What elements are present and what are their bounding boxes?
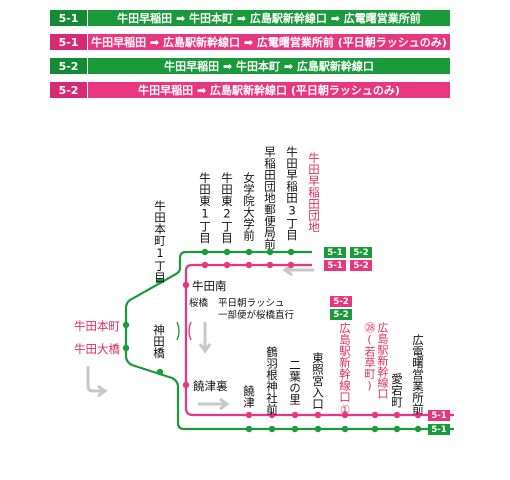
stop-marker	[223, 248, 231, 256]
stop-marker	[291, 411, 299, 419]
stop-marker	[245, 248, 253, 256]
legend-row-2: 5-1 牛田早稲田 ➡ 広島駅新幹線口 ➡ 広電曙営業所前 (平日朝ラッシュのみ…	[50, 34, 450, 50]
arrow-turn-icon	[86, 366, 108, 398]
stop-marker	[266, 261, 274, 269]
route-description: 牛田早稲田 ➡ 広島駅新幹線口 (平日朝ラッシュのみ)	[88, 82, 450, 98]
stop-marker-ushita-minami	[182, 281, 190, 289]
route-tag-pink: 5-2	[350, 260, 372, 271]
green-route-line	[124, 250, 454, 431]
stop-markers-bottom	[245, 411, 422, 433]
arrow-down-icon	[198, 322, 212, 354]
stop-label-waseda-3: 牛田早稲田3丁目	[285, 146, 299, 241]
route-badge: 5-2	[50, 58, 88, 74]
stop-marker	[287, 261, 295, 269]
stop-label-waseda-post: 早稲田団地郵便局前	[263, 146, 277, 250]
stop-marker	[245, 425, 253, 433]
route-description: 牛田早稲田 ➡ 牛田本町 ➡ 広島駅新幹線口 ➡ 広電曙営業所前	[88, 10, 450, 26]
stop-label-akebono: 広電曙営業所前	[411, 334, 425, 415]
note-line-2: 一部便が桜橋直行	[218, 310, 295, 321]
stop-label-higashi-2: 牛田東2丁目	[220, 172, 234, 244]
stop-label-toshogu: 東照宮入口	[311, 352, 325, 410]
stop-marker	[341, 425, 349, 433]
stop-marker-ushita-ohashi	[122, 344, 130, 352]
stop-label-futaba: 二葉の里	[288, 359, 302, 405]
legend-row-4: 5-2 牛田早稲田 ➡ 広島駅新幹線口 (平日朝ラッシュのみ)	[50, 82, 450, 98]
stop-marker	[314, 425, 322, 433]
stop-label-kandabashi: 神田橋	[152, 324, 166, 359]
stop-label-shinkansen-1: 広島駅新幹線口①	[338, 322, 352, 417]
route-badge: 5-1	[50, 10, 88, 26]
stop-marker	[268, 425, 276, 433]
stop-label-jogakuin: 女学院大学前	[242, 172, 256, 241]
stop-marker	[314, 411, 322, 419]
stop-marker	[341, 411, 349, 419]
stop-marker	[245, 411, 253, 419]
stop-marker	[287, 248, 295, 256]
stop-label-atago: 愛宕町	[390, 373, 404, 408]
stop-label-shinkansen-28: 広島駅新幹線口㉘(若草町)	[363, 322, 389, 399]
stop-marker	[414, 411, 422, 419]
stop-marker-nigitsu-ura	[182, 381, 190, 389]
stop-marker	[371, 411, 379, 419]
legend-row-1: 5-1 牛田早稲田 ➡ 牛田本町 ➡ 広島駅新幹線口 ➡ 広電曙営業所前	[50, 10, 450, 26]
route-badge: 5-2	[50, 82, 88, 98]
note-bridge-label: 桜橋	[189, 298, 209, 309]
stop-marker	[268, 411, 276, 419]
legend-row-3: 5-2 牛田早稲田 ➡ 牛田本町 ➡ 広島駅新幹線口	[50, 58, 450, 74]
route-tag-green: 5-1	[324, 247, 346, 258]
route-tag-pink: 5-1	[324, 260, 346, 271]
stop-marker	[393, 411, 401, 419]
stop-marker-kandabashi	[156, 368, 164, 376]
stop-label-ushita-waseda-danchi: 牛田早稲田団地	[307, 152, 321, 233]
stop-marker	[291, 425, 299, 433]
stop-label-nigitsu: 饒津	[242, 385, 256, 408]
bridge-mark-pink	[188, 321, 192, 341]
stop-marker	[245, 261, 253, 269]
stop-marker-ushita-honmachi	[122, 321, 130, 329]
stop-marker	[266, 248, 274, 256]
route-tag-pink: 5-2	[330, 296, 352, 307]
stop-marker	[223, 261, 231, 269]
route-description: 牛田早稲田 ➡ 広島駅新幹線口 ➡ 広電曙営業所前 (平日朝ラッシュのみ)	[88, 34, 450, 50]
route-badge: 5-1	[50, 34, 88, 50]
route-tag-green: 5-2	[330, 309, 352, 320]
route-description: 牛田早稲田 ➡ 牛田本町 ➡ 広島駅新幹線口	[88, 58, 450, 74]
stop-label-honmachi-1: 牛田本町1丁目	[153, 200, 167, 283]
stop-marker	[201, 261, 209, 269]
bridge-mark-green	[176, 321, 180, 341]
route-tag-green: 5-1	[428, 424, 450, 435]
stop-label-tsuruha-jinja: 鶴羽根神社前	[265, 346, 279, 415]
route-tag-green: 5-2	[350, 247, 372, 258]
route-tag-pink: 5-1	[428, 410, 450, 421]
stop-label-nigitsu-ura: 饒津裏	[193, 379, 228, 393]
stop-label-ushita-honmachi: 牛田本町	[74, 319, 120, 333]
note-line-1: 平日朝ラッシュ	[218, 298, 285, 309]
stop-marker	[414, 425, 422, 433]
stop-marker-honmachi	[156, 277, 164, 285]
stop-label-ushita-ohashi: 牛田大橋	[74, 342, 120, 356]
stop-label-higashi-1: 牛田東1丁目	[198, 172, 212, 244]
arrow-right-icon	[198, 397, 230, 411]
stop-marker	[393, 425, 401, 433]
stop-markers-top	[201, 248, 295, 269]
pink-route-line	[184, 263, 454, 417]
stop-label-ushita-minami: 牛田南	[192, 279, 227, 293]
stop-marker	[371, 425, 379, 433]
stop-marker	[201, 248, 209, 256]
